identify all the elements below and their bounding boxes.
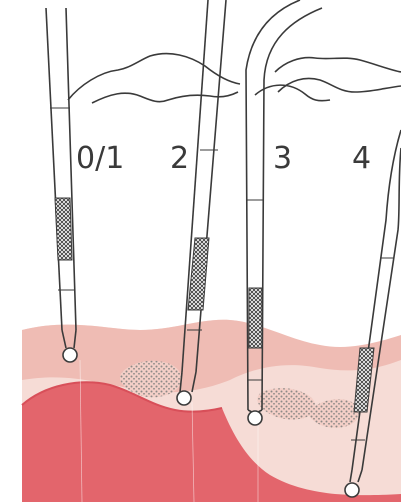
stage-label-2: 2 [170,141,189,176]
stage-label-3: 3 [273,141,292,176]
tooth-outline-right-inner [278,79,401,93]
tooth-outline-left [68,54,240,100]
stage-label-0-1: 0/1 [76,141,124,176]
periodontal-probe-icon [46,8,77,362]
stage-label-4: 4 [352,141,371,176]
tooth-outline-right [275,58,401,72]
tooth-outline-left-inner [92,92,238,103]
tooth-outline-mid [255,85,330,101]
